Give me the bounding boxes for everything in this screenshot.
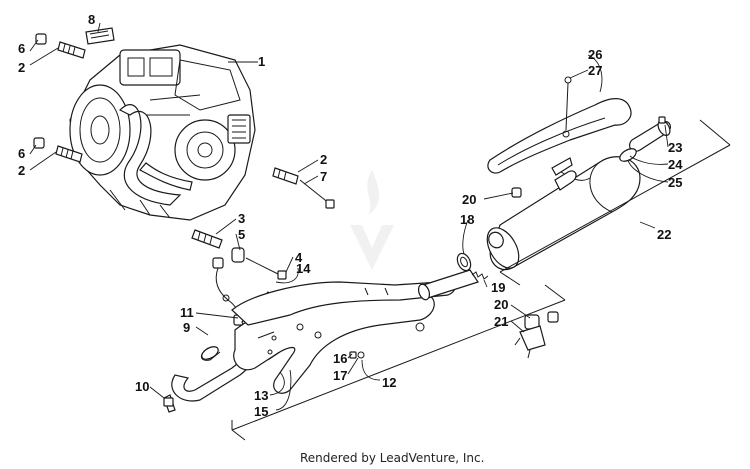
leadventure-watermark-logo: LEADVENTURE: [318, 170, 444, 295]
callout-3: 3: [238, 211, 245, 226]
callout-15: 15: [254, 404, 268, 419]
callout-26: 26: [588, 47, 602, 62]
callout-11: 11: [180, 305, 194, 320]
callout-7: 7: [320, 169, 327, 184]
callout-8: 8: [88, 12, 95, 27]
callout-19: 19: [491, 280, 505, 295]
callout-1: 1: [258, 54, 265, 69]
callout-4: 4: [295, 250, 303, 265]
callout-6: 6: [18, 146, 25, 161]
stud-lower-left: [33, 137, 83, 163]
callout-25: 25: [668, 175, 682, 190]
callout-2: 2: [18, 163, 25, 178]
callout-23: 23: [668, 140, 682, 155]
callout-20: 20: [462, 192, 476, 207]
callout-12: 12: [382, 375, 396, 390]
callout-18: 18: [460, 212, 474, 227]
callout-17: 17: [333, 368, 347, 383]
muffler-heat-shield: [487, 76, 632, 174]
stud-right: [272, 167, 335, 209]
engine-assembly: [69, 44, 256, 221]
grommet-upper: [511, 187, 522, 198]
callout-21: 21: [494, 314, 508, 329]
stud-upper-left: [35, 33, 86, 59]
callout-22: 22: [657, 227, 671, 242]
callout-5: 5: [238, 227, 245, 242]
callout-13: 13: [254, 388, 268, 403]
callout-27: 27: [588, 63, 602, 78]
muffler-spring: [471, 271, 489, 280]
pipe-group-box: [231, 284, 566, 441]
footer-credit: Rendered by LeadVenture, Inc.: [300, 451, 484, 465]
muffler: [486, 156, 641, 271]
spark-arrestor: [619, 116, 672, 162]
muffler-gasket: [456, 252, 472, 272]
mid-pipe: [417, 269, 479, 301]
callout-14: 14: [296, 261, 311, 276]
muffler-bracket: [551, 157, 577, 191]
callout-6: 6: [18, 41, 25, 56]
callout-2: 2: [18, 60, 25, 75]
callout-16: 16: [333, 351, 347, 366]
callout-20: 20: [494, 297, 508, 312]
callout-24: 24: [668, 157, 683, 172]
callout-10: 10: [135, 379, 149, 394]
stud-lower: [191, 229, 287, 280]
callout-2: 2: [320, 152, 327, 167]
shield-fastener: [349, 351, 365, 359]
callout-9: 9: [183, 320, 190, 335]
muffler-mount: [514, 311, 559, 359]
leader-lines: [29, 22, 669, 411]
callout-labels: 1 2 2 2 3 4 5 6 6 7 8 9 10 11 12 13 14 1…: [18, 12, 683, 419]
muffler-group-box: [499, 119, 731, 286]
label-plate: [85, 27, 115, 45]
